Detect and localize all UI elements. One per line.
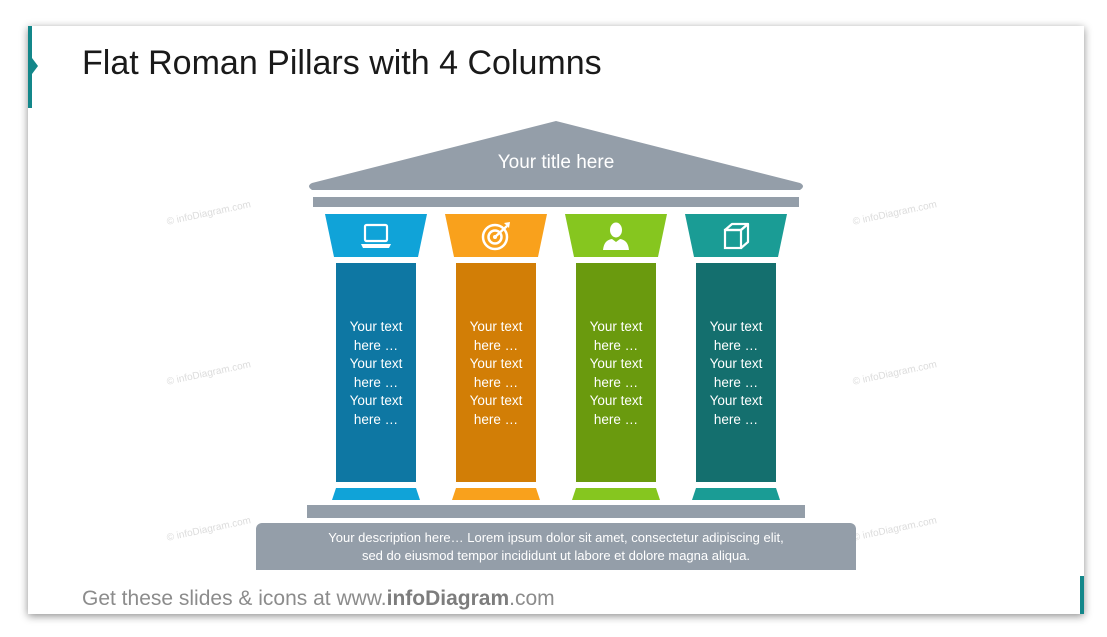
pillar-text-line: here … [593, 337, 639, 353]
pillar-capital [685, 214, 787, 257]
slide-title: Flat Roman Pillars with 4 Columns [82, 44, 602, 82]
pillar-text-line: here … [473, 411, 519, 427]
pillar-base [452, 488, 540, 500]
accent-arrow-icon [32, 58, 38, 74]
accent-bar-left [28, 26, 32, 108]
pillar-text-line: Your text [469, 319, 523, 334]
pillar-text-line: here … [473, 374, 519, 390]
target-icon [476, 218, 516, 254]
accent-bar-right [1080, 576, 1084, 614]
pillar-text-line: Your text [469, 356, 523, 371]
pillar-text-line: here … [473, 337, 519, 353]
pillar-text-1: Your text here … Your text here … Your t… [336, 318, 416, 429]
pillar-shaft [696, 263, 776, 482]
box-icon [716, 218, 756, 254]
pillar-capital [325, 214, 427, 257]
pillar-text-line: Your text [709, 393, 763, 408]
roof-pediment [309, 121, 803, 190]
pillar-text-line: Your text [349, 393, 403, 408]
pillar-shaft [576, 263, 656, 482]
pillar-text-line: Your text [469, 393, 523, 408]
pillar-text-line: Your text [349, 356, 403, 371]
footer-suffix: .com [509, 587, 555, 610]
pillar-shaft [456, 263, 536, 482]
pillar-text-line: here … [713, 374, 759, 390]
person-icon [596, 218, 636, 254]
pillar-text-line: Your text [349, 319, 403, 334]
pillar-text-2: Your text here … Your text here … Your t… [456, 318, 536, 429]
pillar-text-line: Your text [709, 356, 763, 371]
description-line: sed do eiusmod tempor incididunt ut labo… [361, 548, 751, 563]
pillar-text-4: Your text here … Your text here … Your t… [696, 318, 776, 429]
pillar-text-line: here … [353, 411, 399, 427]
pillar-base [332, 488, 420, 500]
pillar-base [692, 488, 780, 500]
footer-prefix: Get these slides & icons at www. [82, 587, 387, 610]
roof-title: Your title here [497, 152, 615, 173]
pillar-text-line: here … [593, 411, 639, 427]
pillar-text-line: Your text [589, 393, 643, 408]
pillar-text-line: here … [593, 374, 639, 390]
pillar-text-line: here … [713, 337, 759, 353]
footer-credit: Get these slides & icons at www.infoDiag… [82, 587, 555, 611]
laptop-icon [356, 218, 396, 254]
pillar-text-line: here … [353, 374, 399, 390]
footer-brand: infoDiagram [386, 587, 510, 610]
description-line: Your description here… Lorem ipsum dolor… [328, 530, 784, 545]
pillar-text-3: Your text here … Your text here … Your t… [576, 318, 656, 429]
description-box: Your description here… Lorem ipsum dolor… [256, 523, 856, 570]
pillar-text-line: here … [713, 411, 759, 427]
pillar-text-line: Your text [589, 356, 643, 371]
stylobate [307, 505, 805, 518]
pillar-shaft [336, 263, 416, 482]
pillar-text-line: Your text [709, 319, 763, 334]
entablature [313, 197, 799, 207]
pillar-base [572, 488, 660, 500]
pillar-text-line: here … [353, 337, 399, 353]
pillar-text-line: Your text [589, 319, 643, 334]
